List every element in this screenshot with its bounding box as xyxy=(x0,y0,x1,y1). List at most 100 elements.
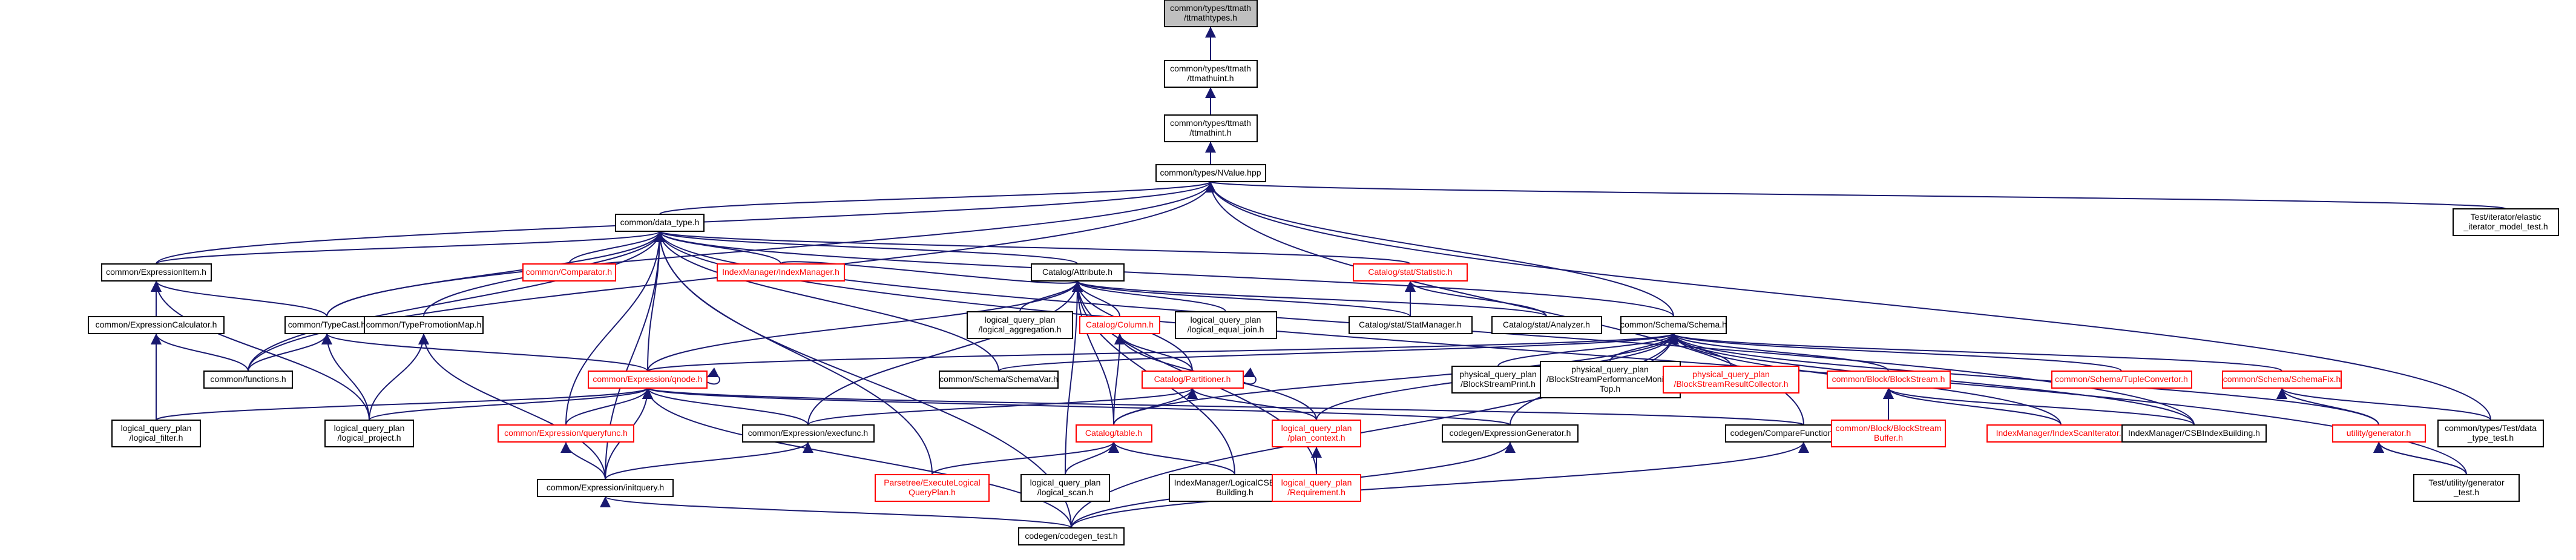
node-codegen-exprgen[interactable]: codegen/ExpressionGenerator.h xyxy=(1442,424,1579,443)
node-label: _type_test.h xyxy=(2467,433,2514,443)
node-pqp-result[interactable]: physical_query_plan/BlockStreamResultCol… xyxy=(1663,366,1799,394)
node-index-manager[interactable]: IndexManager/IndexManager.h xyxy=(717,263,845,282)
node-analyzer[interactable]: Catalog/stat/Analyzer.h xyxy=(1491,316,1602,334)
node-label: Test/utility/generator xyxy=(2428,478,2505,487)
node-data-type[interactable]: common/data_type.h xyxy=(615,214,705,232)
node-index-scan-iter[interactable]: IndexManager/IndexScanIterator.h xyxy=(1986,424,2136,443)
node-box xyxy=(1018,527,1125,545)
node-queryfunc[interactable]: common/Expression/queryfunc.h xyxy=(498,424,634,443)
node-partitioner[interactable]: Catalog/Partitioner.h xyxy=(1142,371,1244,389)
edge-lqp_project-to-type_promo xyxy=(369,333,429,421)
node-schema-fix[interactable]: common/Schema/SchemaFix.h xyxy=(2222,371,2342,389)
edge-test_data_type-to-schema_fix xyxy=(2276,387,2491,421)
node-box xyxy=(967,311,1073,339)
node-plan-context[interactable]: logical_query_plan/plan_context.h xyxy=(1272,420,1361,447)
edge-utility_generator-to-schema_fix xyxy=(2276,387,2379,426)
node-test-generator[interactable]: Test/utility/generator_test.h xyxy=(2413,474,2520,502)
node-pqp-print[interactable]: physical_query_plan/BlockStreamPrint.h xyxy=(1451,366,1545,394)
node-label: common/types/ttmath xyxy=(1170,118,1251,128)
node-label: codegen/ExpressionGenerator.h xyxy=(1450,428,1571,438)
node-label: common/data_type.h xyxy=(620,217,700,227)
edge-codegen_exprgen-to-qnode xyxy=(642,387,1511,426)
node-box xyxy=(2121,424,2267,443)
node-expr-item[interactable]: common/ExpressionItem.h xyxy=(101,263,212,282)
node-attribute[interactable]: Catalog/Attribute.h xyxy=(1031,263,1125,282)
node-stat-manager[interactable]: Catalog/stat/StatManager.h xyxy=(1349,316,1473,334)
node-codegen-test[interactable]: codegen/codegen_test.h xyxy=(1018,527,1125,545)
node-schema-var[interactable]: common/Schema/SchemaVar.h xyxy=(939,371,1059,389)
node-elastic-test[interactable]: Test/iterator/elastic_iterator_model_tes… xyxy=(2453,208,2559,236)
node-block-stream[interactable]: common/Block/BlockStream.h xyxy=(1827,371,1951,389)
edge-elastic_test-to-nvalue xyxy=(1206,181,2506,209)
node-box xyxy=(203,371,293,389)
node-lqp-equal-join[interactable]: logical_query_plan/logical_equal_join.h xyxy=(1175,311,1277,339)
node-box xyxy=(615,214,705,232)
node-csb-index-building[interactable]: IndexManager/CSBIndexBuilding.h xyxy=(2121,424,2267,443)
edge-initquery-to-execfunc xyxy=(605,441,813,480)
node-functions[interactable]: common/functions.h xyxy=(203,371,293,389)
node-box xyxy=(1164,0,1258,27)
edge-analyzer-to-attribute xyxy=(1072,280,1547,317)
node-tuple-convertor[interactable]: common/Schema/TupleConvertor.h xyxy=(2051,371,2192,389)
edge-codegen_compare-to-qnode xyxy=(643,387,1804,426)
node-label: /BlockStreamPrint.h xyxy=(1460,379,1536,389)
edge-pqp_print-to-schema xyxy=(1497,333,1679,367)
node-label: common/Expression/queryfunc.h xyxy=(504,428,628,438)
node-label: /logical_scan.h xyxy=(1037,487,1094,497)
node-comparator[interactable]: common/Comparator.h xyxy=(522,263,616,282)
node-label: common/ExpressionCalculator.h xyxy=(96,320,217,329)
node-label: common/types/ttmath xyxy=(1170,3,1251,13)
node-initquery[interactable]: common/Expression/initquery.h xyxy=(537,479,674,497)
node-nvalue[interactable]: common/types/NValue.hpp xyxy=(1155,164,1266,182)
node-label: logical_query_plan xyxy=(1191,315,1261,324)
node-mathtypes[interactable]: common/types/ttmath/ttmathtypes.h xyxy=(1164,0,1258,27)
node-label: Catalog/Attribute.h xyxy=(1042,267,1112,277)
node-box xyxy=(2453,208,2559,236)
node-label: common/TypePromotionMap.h xyxy=(366,320,482,329)
edge-typecast-to-expr_item xyxy=(151,280,327,317)
node-label: physical_query_plan xyxy=(1459,369,1537,379)
node-label: logical_query_plan xyxy=(334,423,405,433)
node-box xyxy=(1142,371,1244,389)
node-lqp-scan[interactable]: logical_query_plan/logical_scan.h xyxy=(1020,474,1110,502)
edge-lqp_scan-to-attribute xyxy=(1065,280,1083,475)
node-execfunc[interactable]: common/Expression/execfunc.h xyxy=(742,424,875,443)
node-typecast[interactable]: common/TypeCast.h xyxy=(284,316,370,334)
node-mathint[interactable]: common/types/ttmath/ttmathint.h xyxy=(1164,114,1258,142)
node-column[interactable]: Catalog/Column.h xyxy=(1079,316,1160,334)
node-lqp-project[interactable]: logical_query_plan/logical_project.h xyxy=(324,420,414,447)
node-label: logical_query_plan xyxy=(121,423,192,433)
edge-lqp_aggr-to-attribute xyxy=(1019,280,1083,312)
node-box xyxy=(1079,316,1160,334)
node-box xyxy=(1272,474,1361,502)
node-label: _test.h xyxy=(2453,487,2479,497)
node-schema[interactable]: common/Schema/Schema.h xyxy=(1620,316,1727,334)
edge-queryfunc-to-qnode xyxy=(565,387,653,426)
node-utility-generator[interactable]: utility/generator.h xyxy=(2332,424,2426,443)
node-mathuint[interactable]: common/types/ttmath/ttmathuint.h xyxy=(1164,60,1258,88)
node-box xyxy=(2437,420,2544,447)
edges-layer xyxy=(151,27,2506,529)
node-lqp-filter[interactable]: logical_query_plan/logical_filter.h xyxy=(111,420,201,447)
edge-execfunc-to-partitioner xyxy=(807,387,1198,426)
edge-codegen_test-to-qnode xyxy=(642,387,1072,529)
node-box xyxy=(588,371,708,389)
node-label: /Requirement.h xyxy=(1287,487,1346,497)
node-label: common/types/NValue.hpp xyxy=(1160,168,1261,177)
node-type-promo[interactable]: common/TypePromotionMap.h xyxy=(364,316,484,334)
node-test-data-type[interactable]: common/types/Test/data_type_test.h xyxy=(2437,420,2544,447)
edge-codegen_test-to-codegen_compare xyxy=(1071,441,1809,529)
edge-qnode-to-qnode xyxy=(706,367,720,385)
node-statistic[interactable]: Catalog/stat/Statistic.h xyxy=(1353,263,1468,282)
node-lqp-requirement[interactable]: logical_query_plan/Requirement.h xyxy=(1272,474,1361,502)
node-lqp-aggr[interactable]: logical_query_plan/logical_aggregation.h xyxy=(967,311,1073,339)
node-label: /ttmathint.h xyxy=(1189,128,1231,137)
node-qnode[interactable]: common/Expression/qnode.h xyxy=(588,371,708,389)
node-box xyxy=(537,479,674,497)
node-label: common/Expression/qnode.h xyxy=(593,374,702,384)
node-pqp-perf[interactable]: physical_query_plan/BlockStreamPerforman… xyxy=(1540,361,1681,398)
node-catalog-table[interactable]: Catalog/table.h xyxy=(1076,424,1152,443)
node-expr-calc[interactable]: common/ExpressionCalculator.h xyxy=(88,316,225,334)
